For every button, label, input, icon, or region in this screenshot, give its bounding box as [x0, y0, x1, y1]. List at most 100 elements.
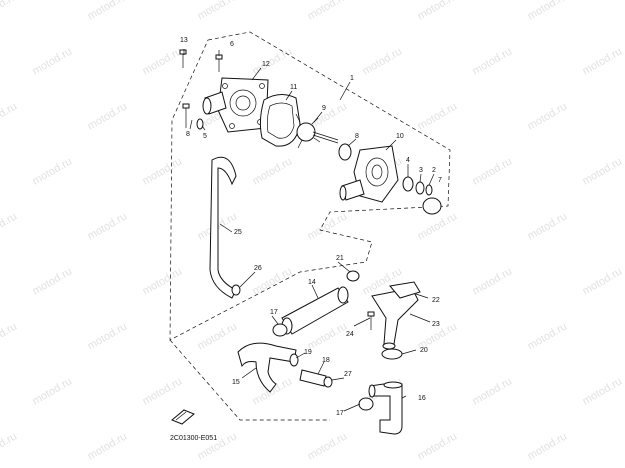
watermark-text: motod.ru — [471, 375, 515, 407]
front-direction-arrow-icon — [171, 409, 195, 425]
watermark-text: motod.ru — [141, 265, 185, 297]
bolt-8-lower — [182, 103, 190, 128]
callout-4: 4 — [406, 157, 410, 164]
callout-14: 14 — [308, 279, 316, 286]
callout-8-mid: 8 — [355, 133, 359, 140]
callout-13: 13 — [180, 37, 188, 44]
watermark-text: motod.ru — [416, 210, 460, 242]
watermark-text: motod.ru — [86, 430, 130, 462]
watermark-text: motod.ru — [416, 0, 460, 23]
callout-22: 22 — [432, 297, 440, 304]
clamp-21 — [346, 270, 360, 282]
watermark-text: motod.ru — [31, 45, 75, 77]
watermark-text: motod.ru — [471, 265, 515, 297]
watermark-text: motod.ru — [361, 45, 405, 77]
watermark-text: motod.ru — [196, 320, 240, 352]
callout-2: 2 — [432, 167, 436, 174]
watermark-text: motod.ru — [141, 375, 185, 407]
watermark-text: motod.ru — [306, 320, 350, 352]
watermark-text: motod.ru — [526, 320, 570, 352]
clamp-17-lower — [358, 397, 374, 411]
impeller — [295, 113, 339, 149]
washer-2 — [425, 184, 433, 196]
clamp-20 — [381, 348, 403, 360]
callout-18: 18 — [322, 357, 330, 364]
watermark-text: motod.ru — [526, 0, 570, 23]
watermark-text: motod.ru — [0, 210, 19, 242]
watermark-text: motod.ru — [306, 210, 350, 242]
callout-12: 12 — [262, 61, 270, 68]
watermark-text: motod.ru — [196, 0, 240, 23]
callout-16: 16 — [418, 395, 426, 402]
watermark-text: motod.ru — [31, 155, 75, 187]
pump-cover — [202, 77, 269, 133]
elbow-23 — [371, 287, 419, 350]
watermark-text: motod.ru — [86, 320, 130, 352]
watermark-text: motod.ru — [31, 265, 75, 297]
callout-3: 3 — [419, 167, 423, 174]
watermark-text: motod.ru — [416, 430, 460, 462]
callout-25: 25 — [234, 229, 242, 236]
callout-27: 27 — [344, 371, 352, 378]
watermark-text: motod.ru — [471, 45, 515, 77]
watermark-text: motod.ru — [416, 100, 460, 132]
watermark-text: motod.ru — [581, 45, 625, 77]
callout-15: 15 — [232, 379, 240, 386]
watermark-text: motod.ru — [526, 100, 570, 132]
callout-9: 9 — [322, 105, 326, 112]
watermark-text: motod.ru — [86, 0, 130, 23]
joint-18 — [299, 369, 327, 387]
watermark-text: motod.ru — [31, 375, 75, 407]
callout-8-lower: 8 — [186, 131, 190, 138]
joint-19 — [289, 353, 299, 367]
watermark-text: motod.ru — [581, 375, 625, 407]
watermark-text: motod.ru — [86, 210, 130, 242]
watermark-text: motod.ru — [0, 320, 19, 352]
bolt-24 — [367, 311, 375, 330]
watermark-text: motod.ru — [306, 0, 350, 23]
callout-5: 5 — [203, 133, 207, 140]
callout-7: 7 — [438, 177, 442, 184]
watermark-text: motod.ru — [0, 100, 19, 132]
o-ring-7 — [422, 197, 442, 215]
seal-8-mid — [338, 143, 352, 161]
callout-26: 26 — [254, 265, 262, 272]
watermark-text: motod.ru — [0, 430, 19, 462]
callout-20: 20 — [420, 347, 428, 354]
callout-6: 6 — [230, 41, 234, 48]
seal-3 — [415, 181, 425, 195]
leader-lines — [183, 49, 435, 412]
clamp-17-upper — [272, 323, 288, 337]
callout-19: 19 — [304, 349, 312, 356]
hose-25 — [209, 156, 237, 299]
callout-23: 23 — [432, 321, 440, 328]
clamp-26 — [231, 284, 241, 296]
pipe-16 — [368, 381, 403, 435]
bearing-4 — [402, 176, 414, 192]
watermark-text: motod.ru — [141, 155, 185, 187]
watermark-text: motod.ru — [526, 210, 570, 242]
watermark-text: motod.ru — [306, 430, 350, 462]
pump-housing — [339, 145, 399, 203]
o-ring-5 — [196, 118, 204, 130]
watermark-text: motod.ru — [141, 45, 185, 77]
watermark-text: motod.ru — [86, 100, 130, 132]
watermark-text: motod.ru — [581, 155, 625, 187]
callout-24: 24 — [346, 331, 354, 338]
callout-17-upper: 17 — [270, 309, 278, 316]
assembly-outline-upper — [169, 31, 451, 341]
watermark-text: motod.ru — [526, 430, 570, 462]
callout-10: 10 — [396, 133, 404, 140]
hose-15 — [237, 342, 297, 393]
watermark-text: motod.ru — [251, 155, 295, 187]
callout-21: 21 — [336, 255, 344, 262]
bolt-8-upper — [215, 54, 223, 72]
watermark-text: motod.ru — [471, 155, 515, 187]
gasket-22 — [389, 281, 421, 299]
drawing-code: 2C01300-E051 — [170, 435, 217, 442]
callout-11: 11 — [290, 84, 297, 91]
callout-17-lower: 17 — [336, 410, 344, 417]
